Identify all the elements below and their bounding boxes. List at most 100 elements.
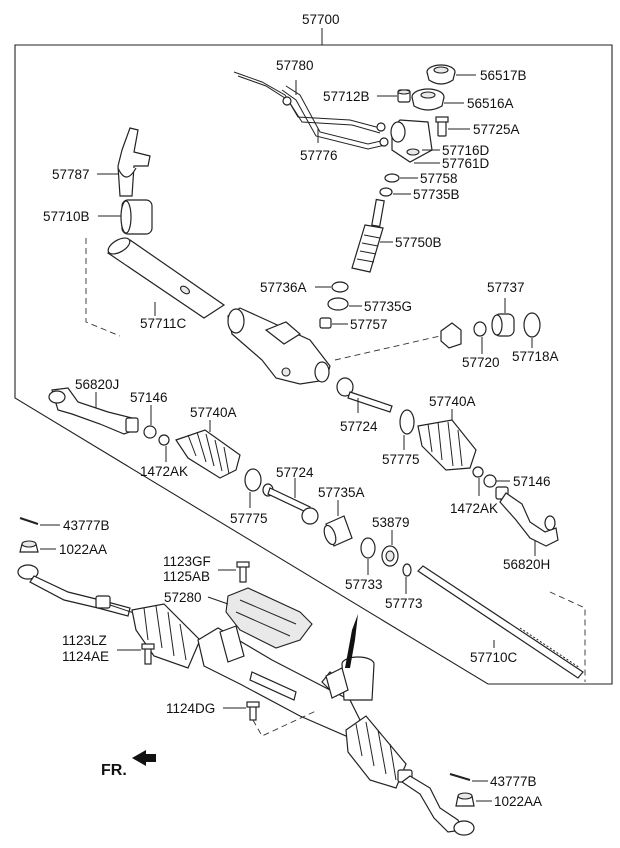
- label-57775-right: 57775: [382, 452, 420, 467]
- label-1022AA-top: 1022AA: [59, 542, 107, 557]
- ring-57773: [402, 563, 412, 577]
- cotter-pin-43777B-top: [19, 517, 39, 525]
- label-57718A: 57718A: [512, 349, 559, 364]
- bracket-57787: [117, 127, 151, 197]
- label-53879: 53879: [372, 515, 410, 530]
- label-57720: 57720: [462, 355, 500, 370]
- bellows-assembly-left: [131, 603, 201, 669]
- ring-57733: [360, 537, 376, 559]
- ring-57718A: [523, 312, 541, 338]
- label-1124AE: 1124AE: [62, 649, 109, 664]
- bushing-57710B: [120, 199, 153, 235]
- rack-57710C: [417, 565, 584, 679]
- label-57773: 57773: [385, 596, 423, 611]
- nut-57712B: [397, 89, 411, 103]
- label-57735B: 57735B: [413, 187, 460, 202]
- bolt-1124DG: [246, 701, 260, 721]
- valve-housing-57716D: [390, 119, 433, 163]
- label-57716D: 57716D: [442, 143, 490, 158]
- label-56820H: 56820H: [503, 557, 550, 572]
- label-57146-right: 57146: [513, 474, 551, 489]
- pinion-57750B: [351, 198, 385, 273]
- label-57724-mid: 57724: [276, 465, 314, 480]
- label-56516A: 56516A: [467, 96, 514, 111]
- seal-53879: [381, 545, 399, 567]
- label-57761D: 57761D: [442, 156, 490, 171]
- label-57736A: 57736A: [260, 280, 307, 295]
- label-57735A: 57735A: [318, 485, 365, 500]
- band-57775-right: [399, 409, 415, 435]
- direction-wedge: [345, 614, 358, 668]
- assembly-tie-rod-left: [17, 564, 141, 617]
- bushing-57735A: [323, 515, 353, 547]
- bolt-1123LZ: [141, 643, 155, 665]
- yoke-plug: [440, 322, 462, 349]
- label-57711C: 57711C: [140, 316, 187, 331]
- assembly-pinion-valve: [325, 656, 375, 701]
- seal-57735G: [327, 297, 349, 311]
- lock-nut-57146-left: [143, 425, 157, 439]
- label-1123LZ: 1123LZ: [62, 633, 107, 648]
- label-57750B: 57750B: [395, 235, 442, 250]
- label-57787: 57787: [52, 167, 90, 182]
- cap-56517B: [426, 64, 456, 85]
- band-57775-left: [244, 468, 262, 492]
- label-1123GF: 1123GF: [163, 554, 211, 569]
- label-57775-left: 57775: [230, 511, 268, 526]
- heat-shield-57280: [225, 587, 313, 649]
- nut-1022AA-top: [19, 540, 39, 553]
- label-57280: 57280: [164, 590, 202, 605]
- front-direction-label: FR.: [101, 762, 127, 779]
- label-57710B: 57710B: [43, 209, 90, 224]
- tie-rod-end-56820H: [495, 486, 559, 547]
- front-arrow-icon: [132, 750, 156, 766]
- label-57146-left: 57146: [130, 390, 168, 405]
- bolt-1123GF: [236, 561, 250, 583]
- label-57780: 57780: [276, 58, 314, 73]
- ring-57736A: [331, 281, 349, 293]
- label-57740A-right: 57740A: [429, 394, 476, 409]
- bellows-57740A-left: [175, 429, 241, 479]
- label-1472AK-right: 1472AK: [450, 501, 498, 516]
- nut-1022AA-bottom: [455, 792, 475, 807]
- label-43777B-top: 43777B: [63, 518, 110, 533]
- seal-57735B: [379, 187, 393, 197]
- label-57740A-left: 57740A: [190, 405, 237, 420]
- label-56517B: 56517B: [480, 68, 527, 83]
- assembly-frame: [14, 44, 613, 685]
- label-57758: 57758: [420, 171, 458, 186]
- label-1124DG: 1124DG: [166, 701, 215, 716]
- label-57733: 57733: [345, 577, 383, 592]
- label-57700: 57700: [302, 12, 340, 27]
- label-43777B-bottom: 43777B: [490, 774, 537, 789]
- lock-nut-57146-right: [483, 474, 497, 488]
- gear-housing: [227, 307, 331, 385]
- inner-tie-rod-57724-top: [336, 377, 393, 413]
- label-57737: 57737: [487, 280, 525, 295]
- label-57724-top: 57724: [340, 419, 378, 434]
- bolt-57725A: [435, 116, 449, 137]
- nut-57757: [319, 317, 332, 329]
- cover-57737: [491, 313, 515, 337]
- label-57725A: 57725A: [473, 122, 520, 137]
- label-1125AB: 1125AB: [163, 569, 210, 584]
- nut-57720: [473, 321, 487, 337]
- mount-56516A: [411, 88, 445, 111]
- label-1472AK-left: 1472AK: [140, 464, 188, 479]
- bellows-57740A-right: [417, 419, 477, 471]
- label-57757: 57757: [350, 317, 388, 332]
- inner-tie-rod-57724-mid: [262, 483, 319, 525]
- label-57710C: 57710C: [470, 650, 518, 665]
- label-57712B: 57712B: [323, 89, 370, 104]
- label-56820J: 56820J: [75, 377, 119, 392]
- label-57776: 57776: [300, 148, 338, 163]
- tie-rod-end-56820J: [48, 387, 139, 435]
- cotter-pin-43777B-bottom: [449, 773, 471, 781]
- bellows-assembly-right: [345, 715, 407, 789]
- assembly-housing: [197, 625, 361, 737]
- label-1022AA-bottom: 1022AA: [494, 794, 542, 809]
- snap-ring-57758: [384, 173, 400, 183]
- tube-57711C: [106, 237, 226, 319]
- clip-1472AK-left: [158, 434, 170, 446]
